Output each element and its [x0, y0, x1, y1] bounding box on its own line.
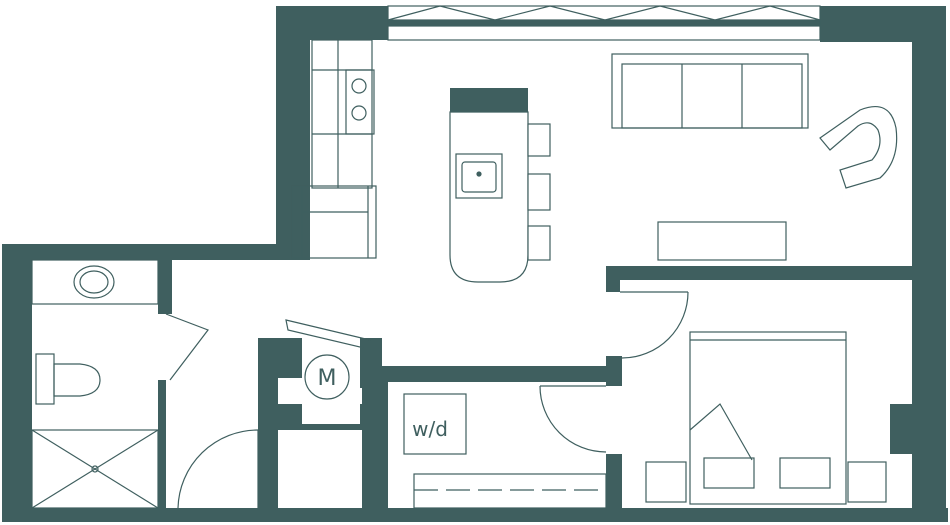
- walls: [2, 6, 948, 522]
- mech-room-floor: [302, 340, 360, 424]
- wall-bedroom-top: [606, 266, 946, 280]
- fridge-icon: [291, 185, 377, 259]
- wall-bedroom-left-lower: [606, 454, 622, 520]
- entry-opening: [278, 430, 362, 508]
- stove-icon: [345, 69, 375, 135]
- entry-door: [177, 429, 259, 509]
- wall-bottom: [2, 508, 948, 522]
- kitchen: [291, 39, 377, 259]
- wall-kitchen-left: [276, 6, 310, 260]
- kitchen-island: [449, 88, 551, 283]
- bedroom: [645, 331, 887, 505]
- wall-bath-top: [2, 244, 296, 260]
- shower-icon: [31, 429, 159, 509]
- sink-icon: [455, 153, 503, 199]
- bed-icon: [689, 331, 847, 505]
- bedroom-door: [620, 291, 689, 359]
- laundry-label: w/d: [412, 417, 448, 441]
- wall-laundry-top: [372, 366, 622, 382]
- wall-bath-right-top: [158, 258, 172, 314]
- wall-right-lower: [912, 276, 946, 404]
- armchair-icon: [819, 106, 898, 189]
- kitchen-counter: [311, 39, 373, 189]
- bar-stools: [527, 123, 551, 261]
- wall-bath-right-mid: [158, 380, 166, 510]
- nightstand-right: [847, 461, 887, 503]
- wall-bedroom-stub: [606, 266, 620, 292]
- wall-left: [2, 244, 32, 520]
- sofa-icon: [611, 53, 809, 129]
- vanity: [31, 259, 159, 305]
- living-room: [611, 53, 898, 261]
- mech-label: M: [318, 366, 337, 391]
- bathroom: [31, 259, 209, 509]
- window-top: [387, 5, 821, 41]
- toilet-icon: [35, 353, 101, 405]
- wall-right-bottom: [890, 404, 946, 454]
- mech-room: [285, 319, 372, 400]
- wall-right: [912, 6, 946, 270]
- laundry: [403, 385, 607, 509]
- bath-door: [165, 313, 209, 381]
- nightstand-left: [645, 461, 687, 503]
- sink-icon: [73, 265, 115, 299]
- wall-mech-right: [360, 338, 382, 388]
- wall-openings: [278, 340, 362, 508]
- media-console: [657, 221, 787, 261]
